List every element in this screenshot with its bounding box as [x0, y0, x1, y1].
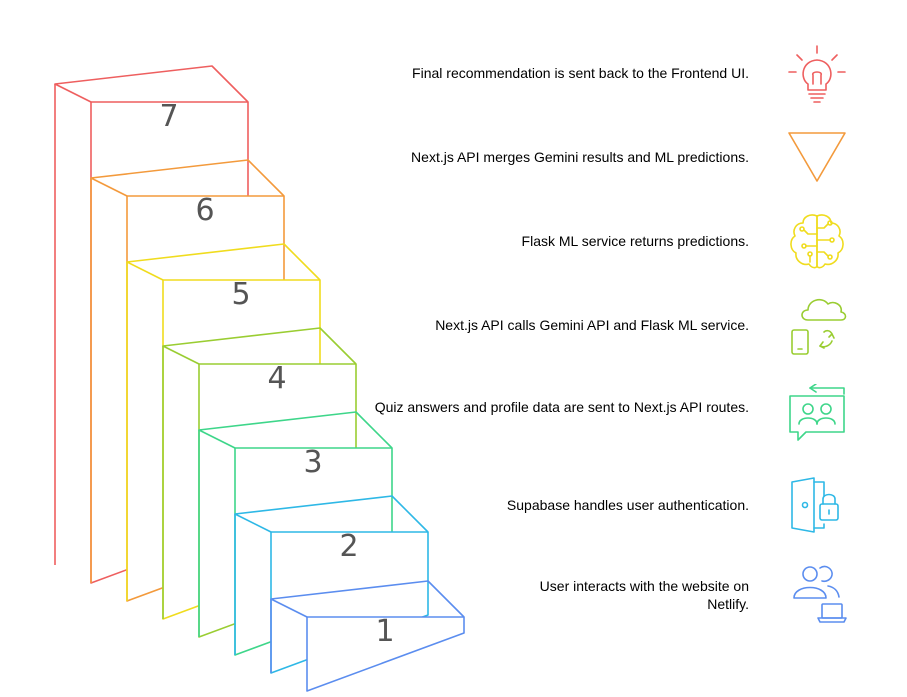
cloud-device-sync-icon — [791, 298, 847, 355]
step-5-number: 5 — [231, 277, 250, 312]
step-1: 1 — [270, 580, 465, 692]
step-3-top-face — [198, 411, 393, 449]
step-2-description: Supabase handles user authentication. — [506, 497, 749, 513]
step-7-description: Final recommendation is sent back to the… — [412, 65, 749, 81]
step-3-description: Quiz answers and profile data are sent t… — [374, 399, 749, 415]
funnel-triangle-icon — [788, 132, 846, 182]
step-4-top-face — [162, 327, 357, 365]
step-2-top-face — [234, 495, 429, 533]
step-2-number: 2 — [339, 529, 358, 564]
door-lock-icon — [791, 477, 839, 533]
step-4-number: 4 — [267, 361, 286, 396]
step-7-number: 7 — [159, 99, 178, 134]
step-1-front-face — [306, 616, 465, 692]
step-3-number: 3 — [303, 445, 322, 480]
step-6-number: 6 — [195, 193, 214, 228]
step-6-description: Next.js API merges Gemini results and ML… — [411, 149, 749, 165]
brain-circuit-icon — [790, 214, 844, 269]
step-6-top-face — [90, 159, 285, 197]
step-5-top-face — [126, 243, 321, 281]
users-laptop-icon — [793, 565, 847, 623]
step-1-number: 1 — [375, 614, 394, 649]
users-exchange-icon — [789, 384, 845, 441]
step-1-description: User interacts with the website on Netli… — [539, 578, 749, 612]
step-7-top-face — [54, 65, 249, 103]
step-5-description: Flask ML service returns predictions. — [521, 233, 749, 249]
lightbulb-icon — [788, 45, 846, 103]
step-4-description: Next.js API calls Gemini API and Flask M… — [435, 317, 749, 333]
step-1-top-face — [270, 580, 465, 618]
